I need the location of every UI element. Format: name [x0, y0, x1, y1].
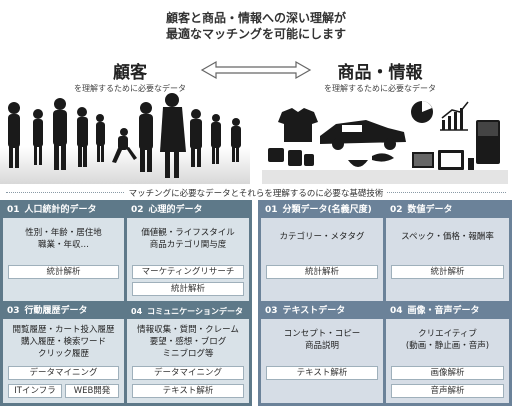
skill-tag: 統計解析 [132, 282, 244, 296]
skill-tag: マーケティングリサーチ [132, 265, 244, 279]
cell-line: 商品カテゴリ関与度 [149, 240, 227, 250]
product-heading: 商品・情報 を理解するために必要なデータ [300, 58, 460, 94]
cell-line: 閲覧履歴・カート投入履歴 [12, 325, 115, 335]
headline: 顧客と商品・情報への深い理解が 最適なマッチングを可能にします [0, 10, 512, 42]
cell-line: クリエイティブ [418, 329, 477, 339]
cell-line: コンセプト・コピー [283, 329, 361, 339]
customer-title: 顧客 [113, 63, 147, 83]
skill-tag: テキスト解析 [132, 384, 244, 398]
customer-subtitle: を理解するために必要なデータ [74, 84, 186, 93]
product-title: 商品・情報 [337, 63, 423, 83]
skill-tag: 統計解析 [8, 265, 119, 279]
cell-line: 価値観・ライフスタイル [141, 228, 235, 238]
cell-line: スペック・価格・報酬率 [401, 232, 494, 242]
cell-line: カテゴリー・メタタグ [279, 232, 365, 242]
cell-line: 職業・年収… [37, 240, 89, 250]
bidirectional-arrow-icon [200, 60, 312, 80]
cell-line: 要望・感想・ブログ [149, 337, 227, 347]
products-silhouette-image [262, 101, 508, 184]
cell-line: (動画・静止画・音声) [405, 341, 490, 351]
cell-line: 購入履歴・検索ワード [20, 337, 106, 347]
skill-tag: ITインフラ [8, 384, 62, 398]
customer-heading: 顧客 を理解するために必要なデータ [55, 58, 205, 94]
skill-tag: テキスト解析 [266, 366, 378, 380]
skill-tag: 統計解析 [266, 265, 378, 279]
cell-line: 商品説明 [304, 341, 339, 351]
cell-line: ミニブログ等 [162, 349, 214, 359]
skill-tag: 統計解析 [391, 265, 504, 279]
cell-line: 情報収集・質問・クレーム [137, 325, 239, 335]
product-subtitle: を理解するために必要なデータ [324, 84, 436, 93]
skill-tag: 画像解析 [391, 366, 504, 380]
skill-tag: データマイニング [8, 366, 119, 380]
shirt-icon [278, 108, 318, 142]
crowd-silhouette-image [0, 93, 250, 184]
foundation-band-label: マッチングに必要なデータとそれらを理解するのに必要な基礎技術 [0, 187, 512, 199]
cell-line: 性別・年齢・居住地 [25, 228, 102, 238]
headline-line-1: 顧客と商品・情報への深い理解が [165, 11, 346, 25]
cell-line: クリック履歴 [37, 349, 89, 359]
skill-tag: データマイニング [132, 366, 244, 380]
skill-tag: 音声解析 [391, 384, 504, 398]
skill-tag: WEB開発 [65, 384, 119, 398]
headline-line-2: 最適なマッチングを可能にします [165, 27, 346, 41]
